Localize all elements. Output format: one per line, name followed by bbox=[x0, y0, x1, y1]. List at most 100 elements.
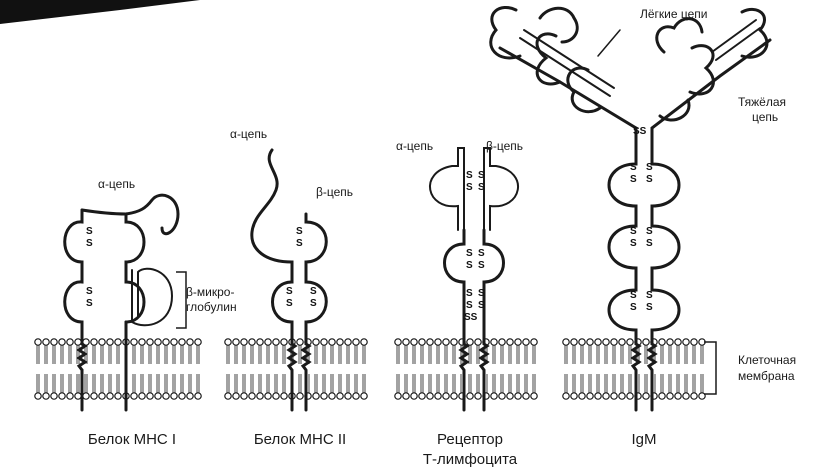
caption-mhc1: Белок MHC I bbox=[88, 431, 176, 448]
disulfide-s-label: S bbox=[646, 226, 653, 237]
igm-light-right-b bbox=[711, 19, 757, 53]
lipid-head bbox=[434, 338, 442, 346]
igm-right-loop-2 bbox=[658, 98, 691, 122]
lipid-tail bbox=[100, 374, 104, 393]
lipid-tail bbox=[476, 345, 480, 364]
disulfide-ss-label: SS bbox=[633, 126, 647, 137]
lipid-head bbox=[586, 392, 594, 400]
lipid-head bbox=[320, 392, 328, 400]
igm-light-left-b bbox=[523, 29, 615, 89]
lipid-head bbox=[130, 392, 138, 400]
lipid-head bbox=[232, 392, 240, 400]
lipid-head bbox=[130, 338, 138, 346]
lipid-head bbox=[594, 338, 602, 346]
disulfide-s-label: S bbox=[466, 260, 473, 271]
lipid-tail bbox=[108, 345, 112, 364]
lipid-head bbox=[66, 392, 74, 400]
lipid-tail bbox=[612, 374, 616, 393]
igm-right-loop-4 bbox=[655, 17, 704, 54]
lipid-tail bbox=[140, 345, 144, 364]
disulfide-s-label: S bbox=[478, 300, 485, 311]
lipid-head bbox=[328, 392, 336, 400]
lipid-head bbox=[34, 338, 42, 346]
lipid-head bbox=[256, 392, 264, 400]
lipid-head bbox=[194, 338, 202, 346]
lipid-tail bbox=[436, 374, 440, 393]
lipid-tail bbox=[258, 345, 262, 364]
lipid-tail bbox=[668, 374, 672, 393]
mhc2-beta-label: β-цепь bbox=[316, 185, 353, 199]
lipid-tail bbox=[234, 374, 238, 393]
disulfide-s-label: S bbox=[630, 226, 637, 237]
disulfide-s-label: S bbox=[296, 226, 303, 237]
lipid-head bbox=[578, 392, 586, 400]
lipid-tail bbox=[132, 374, 136, 393]
lipid-head bbox=[154, 392, 162, 400]
igm-light-left-a bbox=[519, 37, 611, 97]
lipid-head bbox=[114, 338, 122, 346]
lipid-tail bbox=[330, 374, 334, 393]
mhc1-alpha-tail bbox=[124, 193, 180, 324]
lipid-head bbox=[410, 392, 418, 400]
igm-right-loop-3 bbox=[740, 7, 769, 59]
lipid-head bbox=[162, 338, 170, 346]
lipid-tail bbox=[314, 345, 318, 364]
lipid-tail bbox=[60, 374, 64, 393]
lipid-tail bbox=[500, 345, 504, 364]
lipid-tail bbox=[36, 345, 40, 364]
lipid-tail bbox=[36, 374, 40, 393]
lipid-tail bbox=[346, 374, 350, 393]
lipid-head bbox=[194, 392, 202, 400]
lipid-head bbox=[522, 338, 530, 346]
lipid-tail bbox=[44, 374, 48, 393]
lipid-head bbox=[426, 338, 434, 346]
disulfide-s-label: S bbox=[646, 302, 653, 313]
lipid-head bbox=[674, 392, 682, 400]
lipid-head bbox=[224, 338, 232, 346]
lipid-head bbox=[178, 392, 186, 400]
lipid-head bbox=[178, 338, 186, 346]
lipid-head bbox=[514, 392, 522, 400]
lipid-tail bbox=[508, 374, 512, 393]
lipid-head bbox=[610, 338, 618, 346]
lipid-head bbox=[272, 338, 280, 346]
lipid-tail bbox=[156, 374, 160, 393]
lipid-tail bbox=[516, 374, 520, 393]
lipid-tail bbox=[660, 345, 664, 364]
lipid-head bbox=[312, 392, 320, 400]
lipid-head bbox=[170, 338, 178, 346]
disulfide-s-label: S bbox=[86, 238, 93, 249]
lipid-head bbox=[98, 338, 106, 346]
igm-light-right-a bbox=[715, 27, 761, 61]
lipid-head bbox=[58, 392, 66, 400]
lipid-head bbox=[506, 338, 514, 346]
mhc1-alpha-label: α-цепь bbox=[98, 177, 135, 191]
disulfide-s-label: S bbox=[86, 298, 93, 309]
lipid-tail bbox=[196, 374, 200, 393]
lipid-head bbox=[698, 392, 706, 400]
membrane-label-1: Клеточная bbox=[738, 353, 796, 367]
lipid-tail bbox=[676, 374, 680, 393]
lipid-tail bbox=[84, 374, 88, 393]
lipid-tail bbox=[250, 374, 254, 393]
lipid-tail bbox=[428, 345, 432, 364]
lipid-head bbox=[58, 338, 66, 346]
lipid-head bbox=[50, 338, 58, 346]
lipid-head bbox=[466, 338, 474, 346]
lipid-head bbox=[240, 392, 248, 400]
lipid-head bbox=[146, 338, 154, 346]
lipid-tail bbox=[234, 345, 238, 364]
lipid-head bbox=[570, 338, 578, 346]
lipid-tail bbox=[452, 374, 456, 393]
beta-micro-bracket bbox=[176, 271, 187, 329]
lipid-tail bbox=[346, 345, 350, 364]
lipid-tail bbox=[692, 345, 696, 364]
lipid-tail bbox=[612, 345, 616, 364]
lipid-head bbox=[586, 338, 594, 346]
lipid-head bbox=[562, 338, 570, 346]
lipid-tail bbox=[242, 345, 246, 364]
lipid-head bbox=[74, 392, 82, 400]
lipid-tail bbox=[266, 374, 270, 393]
